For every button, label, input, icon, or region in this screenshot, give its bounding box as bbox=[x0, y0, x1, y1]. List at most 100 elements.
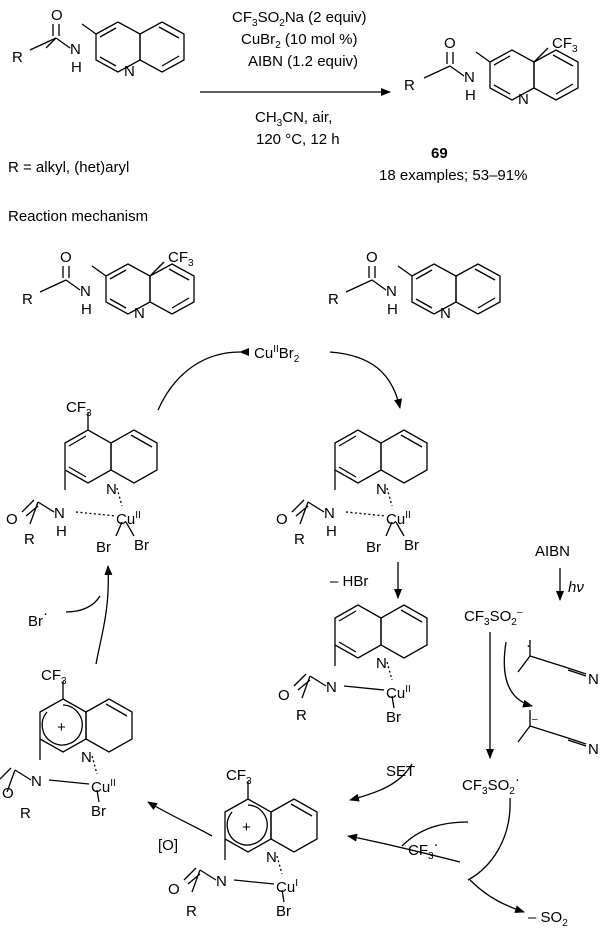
sulfonyl-radical: CF3SO2· bbox=[462, 771, 520, 797]
adduct-ring-n: N bbox=[266, 849, 277, 866]
mech-substrate-oxygen: O bbox=[366, 249, 378, 266]
mechanism-heading: Reaction mechanism bbox=[8, 208, 148, 225]
mech-product: CF3 O N H R N bbox=[22, 249, 195, 322]
amido-complex-br: Br bbox=[386, 709, 401, 726]
cation-oxygen: O bbox=[2, 785, 14, 802]
adduct-cf3: CF3 bbox=[226, 767, 252, 787]
reactant-hydrogen: H bbox=[71, 59, 82, 76]
anion-charge: – bbox=[532, 714, 538, 725]
amido-complex-cu: CuII bbox=[386, 684, 411, 702]
amido-complex-ring-n: N bbox=[376, 655, 387, 672]
right-complex-oxygen: O bbox=[276, 511, 288, 528]
label-hv: hν bbox=[568, 579, 584, 596]
condition-solvent: CH3CN, air, bbox=[255, 109, 332, 129]
arrow-cf3-to-set bbox=[401, 821, 469, 847]
right-complex-br1: Br bbox=[366, 539, 381, 556]
condition-temp-time: 120 °C, 12 h bbox=[256, 131, 340, 148]
product-number: 69 bbox=[431, 145, 448, 162]
product-scope: 18 examples; 53–91% bbox=[379, 167, 527, 184]
cation-ring-n: N bbox=[81, 749, 92, 766]
mech-product-h: H bbox=[81, 301, 92, 318]
mech-substrate-h: H bbox=[387, 301, 398, 318]
isobutyronitrile-anion: – N bbox=[517, 710, 599, 758]
reactant-ring-nitrogen: N bbox=[124, 63, 135, 80]
amido-complex-n: N bbox=[326, 679, 337, 696]
product-nitrogen-h: N bbox=[464, 69, 475, 86]
cation-br: Br bbox=[91, 803, 106, 820]
left-complex-oxygen: O bbox=[6, 511, 18, 528]
conditions-block: CH3CN, air, 120 °C, 12 h bbox=[255, 109, 340, 148]
cation-plus: + bbox=[57, 719, 66, 736]
reactant-nitrogen-h: N bbox=[70, 41, 81, 58]
cation-n: N bbox=[31, 773, 42, 790]
cu-ii-radical-cation: + CF3 N N O R CuII Br bbox=[0, 667, 133, 822]
arrow-to-product bbox=[157, 347, 250, 411]
radical-dot: · bbox=[526, 637, 531, 654]
mech-substrate: O N H R N bbox=[328, 249, 501, 322]
product-hydrogen: H bbox=[465, 87, 476, 104]
product-ring-nitrogen: N bbox=[518, 91, 529, 108]
arrow-so2-loss bbox=[469, 879, 525, 913]
reagent-aibn: AIBN (1.2 equiv) bbox=[248, 53, 358, 70]
right-complex-h: H bbox=[326, 523, 337, 540]
arrow-br-radical bbox=[95, 565, 113, 665]
mech-product-oxygen: O bbox=[60, 249, 72, 266]
label-so2-loss: – SO2 bbox=[528, 909, 568, 929]
mech-product-nh: N bbox=[80, 283, 91, 300]
reagent-cf3so2na: CF3SO2Na (2 equiv) bbox=[232, 9, 367, 29]
left-complex-ring-n: N bbox=[106, 481, 117, 498]
mech-substrate-nh: N bbox=[386, 283, 397, 300]
arrow-to-complex bbox=[329, 351, 402, 409]
cation-r: R bbox=[20, 805, 31, 822]
anion-nitrile-n: N bbox=[588, 741, 599, 758]
label-set: SET bbox=[386, 763, 415, 780]
cation-cu: CuII bbox=[91, 778, 116, 796]
right-complex-r: R bbox=[294, 531, 305, 548]
catalyst-cubr2: CuIIBr2 bbox=[254, 344, 300, 365]
label-br-radical: Br· bbox=[28, 605, 48, 630]
arrow-br-addition bbox=[65, 595, 101, 613]
left-complex-r: R bbox=[24, 531, 35, 548]
adduct-plus: + bbox=[242, 819, 251, 836]
mech-product-ring-n: N bbox=[134, 305, 145, 322]
product-cf3: CF3 bbox=[552, 35, 578, 55]
sulfinate-anion: CF3SO2– bbox=[464, 607, 523, 628]
mech-substrate-ring-n: N bbox=[440, 305, 451, 322]
r-group-definition: R = alkyl, (het)aryl bbox=[8, 159, 129, 176]
left-complex-cu: CuII bbox=[116, 510, 141, 528]
reagent-cubr2: CuBr2 (10 mol %) bbox=[241, 31, 357, 51]
product-r-group: R bbox=[404, 77, 415, 94]
arrow-radical-split bbox=[467, 797, 511, 881]
left-complex-br2: Br bbox=[134, 537, 149, 554]
left-complex-cf3: CF3 bbox=[66, 399, 92, 419]
left-complex-h: H bbox=[56, 523, 67, 540]
right-complex-br2: Br bbox=[404, 537, 419, 554]
arrow-cf3-attack bbox=[347, 833, 461, 863]
label-aibn: AIBN bbox=[535, 543, 570, 560]
adduct-oxygen: O bbox=[168, 881, 180, 898]
adduct-r: R bbox=[186, 903, 197, 920]
arrow-set bbox=[349, 763, 413, 802]
left-complex-nh: N bbox=[54, 505, 65, 522]
amido-complex-r: R bbox=[296, 707, 307, 724]
reactant-oxygen: O bbox=[51, 7, 63, 24]
label-oxidant: [O] bbox=[158, 837, 178, 854]
product-structure: CF3 O N H R N bbox=[404, 35, 579, 108]
left-complex-br1: Br bbox=[96, 539, 111, 556]
reactant-structure: O N H R N bbox=[12, 7, 185, 80]
amido-cu-complex: N N O R CuII Br bbox=[278, 604, 428, 726]
mech-product-cf3: CF3 bbox=[168, 249, 194, 269]
adduct-br: Br bbox=[276, 903, 291, 920]
adduct-cu: CuI bbox=[276, 878, 298, 896]
amido-complex-oxygen: O bbox=[278, 687, 290, 704]
cation-cf3: CF3 bbox=[41, 667, 67, 687]
cu-i-adduct: + CF3 N N O R CuI Br bbox=[168, 767, 318, 920]
right-complex-cu: CuII bbox=[386, 510, 411, 528]
right-cu-complex: N N H O R CuII Br Br bbox=[276, 429, 428, 556]
adduct-n: N bbox=[216, 873, 227, 890]
mech-substrate-r: R bbox=[328, 291, 339, 308]
isobutyronitrile-radical: · N bbox=[517, 637, 599, 688]
left-cu-complex: CF3 N N H O R CuII Br Br bbox=[6, 399, 158, 556]
label-minus-hbr: – HBr bbox=[330, 573, 368, 590]
